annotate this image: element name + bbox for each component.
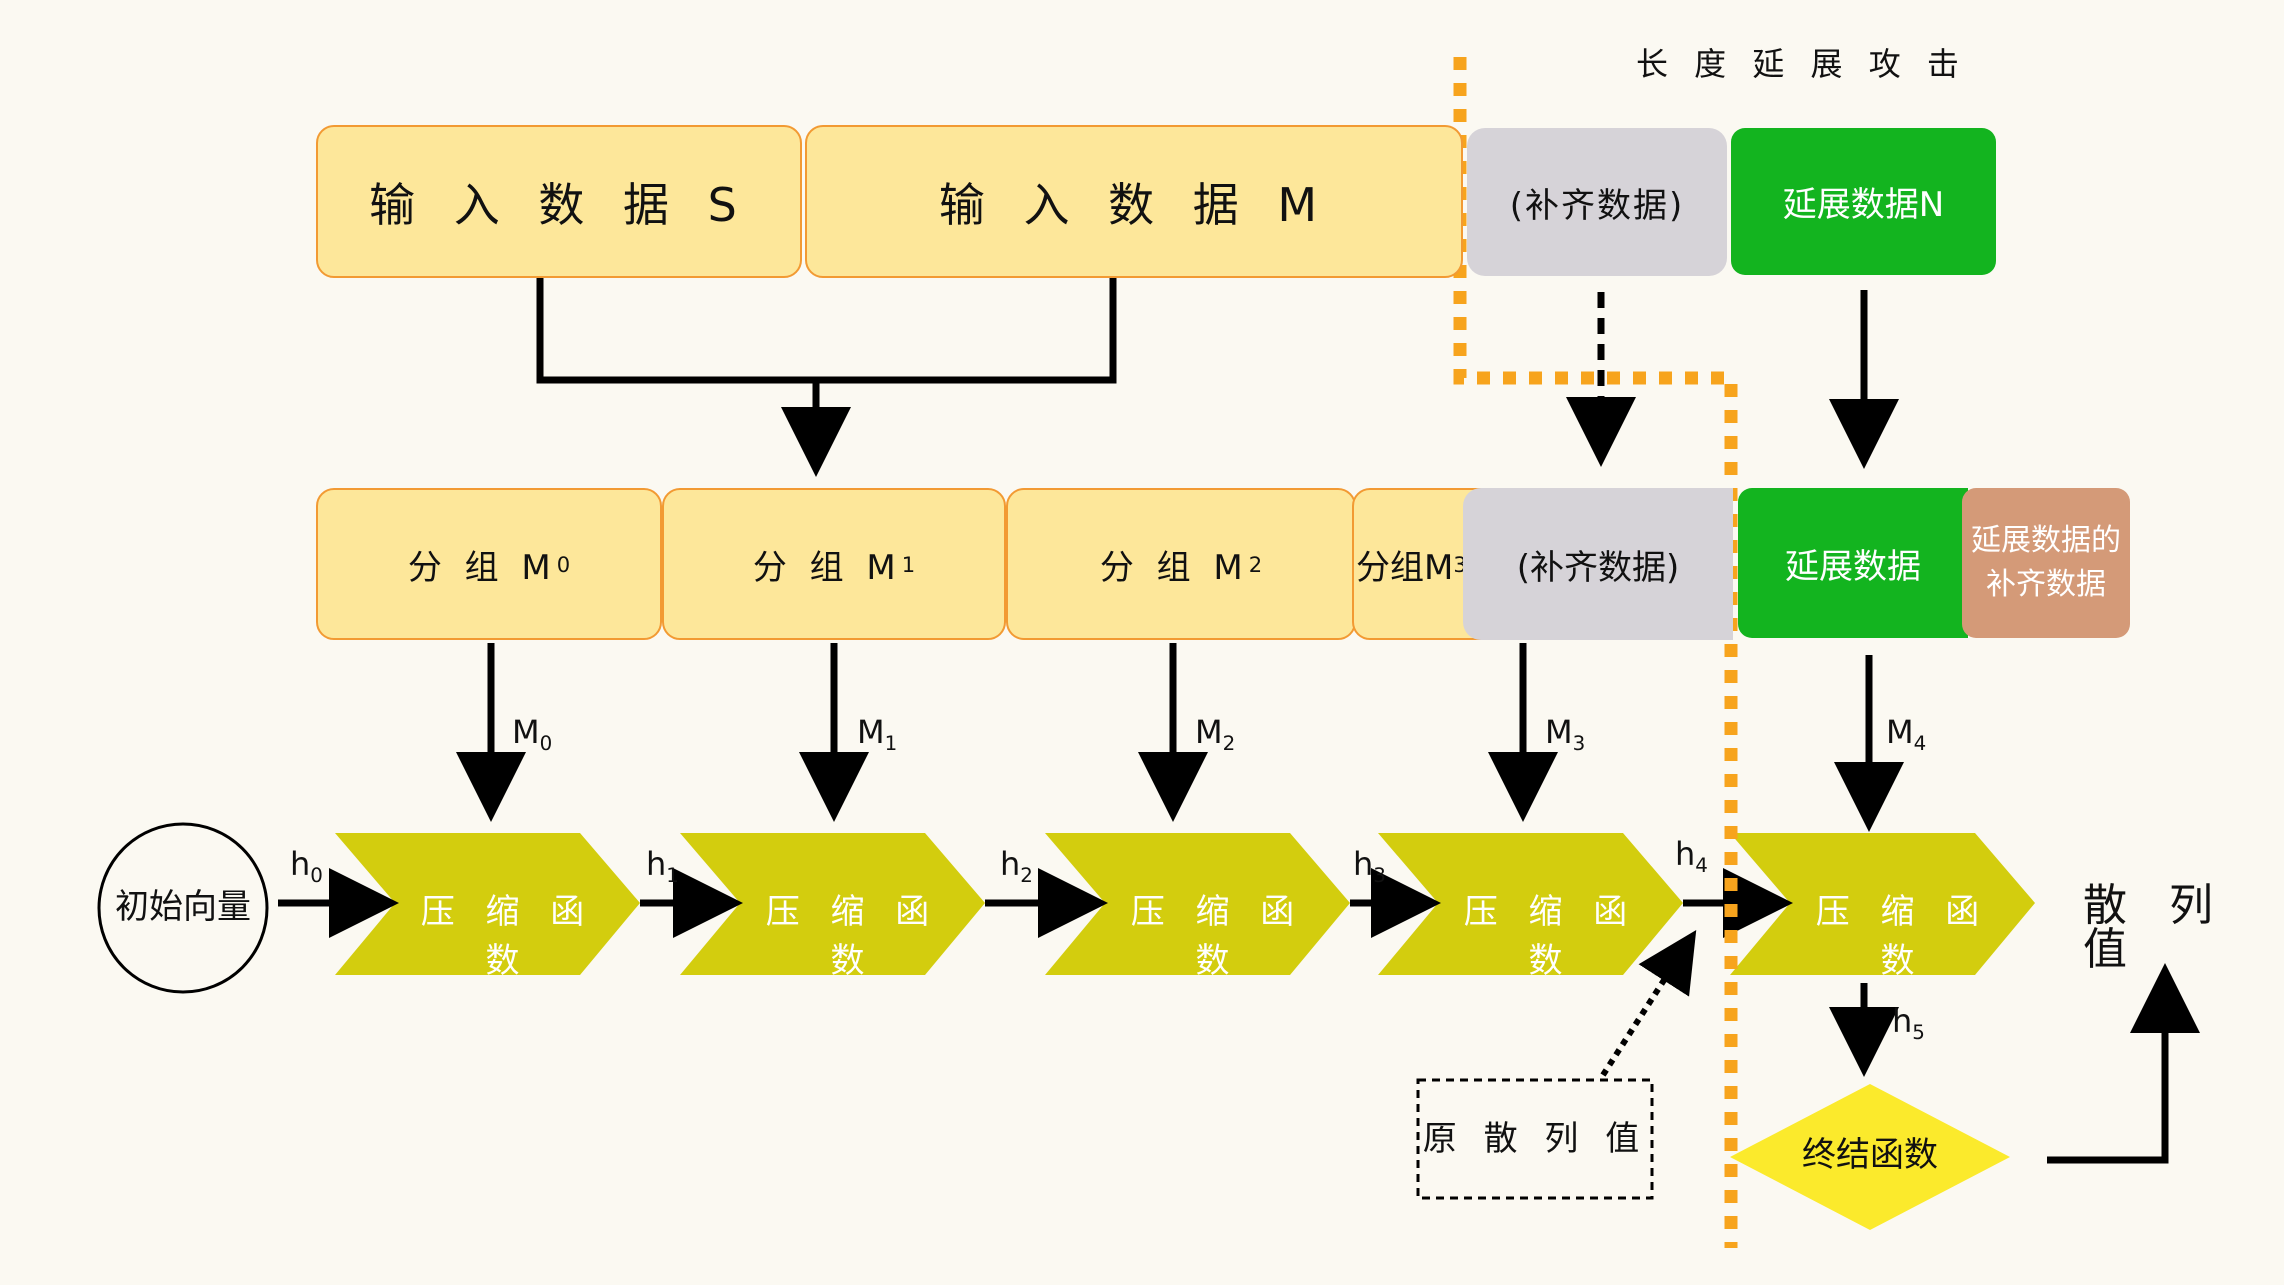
label-m2: M2 (1195, 716, 1235, 754)
label-m3-sub: 3 (1572, 731, 1586, 755)
compress-label-3: 压 缩 函 数 (1130, 892, 1305, 981)
label-m2-text: M (1195, 713, 1223, 751)
label-h3: h3 (1353, 848, 1386, 886)
attack-title: 长 度 延 展 攻 击 (1636, 45, 1967, 83)
group-m0-sub: 0 (556, 551, 571, 577)
extension-box: 延展数据N (1731, 128, 1996, 275)
label-m0-text: M (512, 713, 540, 751)
label-m3-text: M (1545, 713, 1573, 751)
label-m3: M3 (1545, 716, 1585, 754)
label-m0: M0 (512, 716, 552, 754)
label-h5-sub: 5 (1912, 1020, 1925, 1044)
group-m2-label: 分 组 M (1099, 547, 1249, 588)
hash-value-label: 散 列 值 (2083, 880, 2227, 975)
output-elbow-arrow (2047, 963, 2200, 1164)
label-h2-text: h (1000, 845, 1021, 883)
label-h0-text: h (290, 845, 311, 883)
label-h1-sub: 1 (666, 863, 679, 887)
label-m4-text: M (1886, 713, 1914, 751)
label-m1-sub: 1 (884, 731, 898, 755)
compress-label-1: 压 缩 函 数 (420, 892, 595, 981)
label-h1: h1 (646, 848, 679, 886)
input-m-box: 输 入 数 据 M (805, 125, 1463, 278)
final-function-diamond (1730, 1084, 2010, 1230)
label-h4-text: h (1675, 835, 1696, 873)
ext-pad-line1: 延展数据的 (1971, 523, 2121, 558)
orig-hash-label: 原 散 列 值 (1422, 1119, 1648, 1159)
label-h1-text: h (646, 845, 667, 883)
label-h0-sub: 0 (310, 863, 323, 887)
ext-pad-line2: 补齐数据 (1986, 567, 2106, 602)
padding-box: (补齐数据) (1467, 128, 1727, 276)
label-m1: M1 (857, 716, 897, 754)
compress-label-2: 压 缩 函 数 (765, 892, 940, 981)
compress-chevron-4 (1378, 833, 1683, 975)
group-extension: 延展数据 (1738, 488, 1968, 638)
input-s-box: 输 入 数 据 S (316, 125, 802, 278)
label-h4-sub: 4 (1695, 853, 1708, 877)
group-m2-sub: 2 (1248, 551, 1263, 577)
group-m3-label: 分组M (1356, 547, 1454, 588)
label-m2-sub: 2 (1222, 731, 1236, 755)
group-m1-sub: 1 (901, 551, 916, 577)
compress-label-5: 压 缩 函 数 (1815, 892, 1990, 981)
init-vector-label: 初始向量 (115, 887, 251, 927)
orig-hash-dotted-arrow (1600, 929, 1697, 1077)
group-m0-label: 分 组 M (407, 547, 557, 588)
label-h2: h2 (1000, 848, 1033, 886)
orig-hash-box (1416, 1078, 1654, 1200)
group-extension-padding: 延展数据的 补齐数据 (1962, 488, 2130, 638)
label-m4: M4 (1886, 716, 1926, 754)
label-m1-text: M (857, 713, 885, 751)
label-h3-text: h (1353, 845, 1374, 883)
group-m1-label: 分 组 M (752, 547, 902, 588)
group-padding: (补齐数据) (1463, 488, 1733, 640)
label-h0: h0 (290, 848, 323, 886)
label-h5: h5 (1892, 1005, 1925, 1043)
init-vector-circle (97, 822, 269, 994)
compress-chevron-5 (1730, 833, 2035, 975)
final-function-label: 终结函数 (1802, 1135, 1938, 1175)
label-h2-sub: 2 (1020, 863, 1033, 887)
compress-chevron-2 (680, 833, 985, 975)
compress-chevron-1 (335, 833, 640, 975)
label-h5-text: h (1892, 1002, 1913, 1040)
compress-label-4: 压 缩 函 数 (1463, 892, 1638, 981)
compress-chevron-3 (1045, 833, 1350, 975)
label-h4: h4 (1675, 838, 1708, 876)
merge-connector (536, 278, 1117, 384)
label-m0-sub: 0 (539, 731, 553, 755)
label-m4-sub: 4 (1913, 731, 1927, 755)
label-h3-sub: 3 (1373, 863, 1386, 887)
